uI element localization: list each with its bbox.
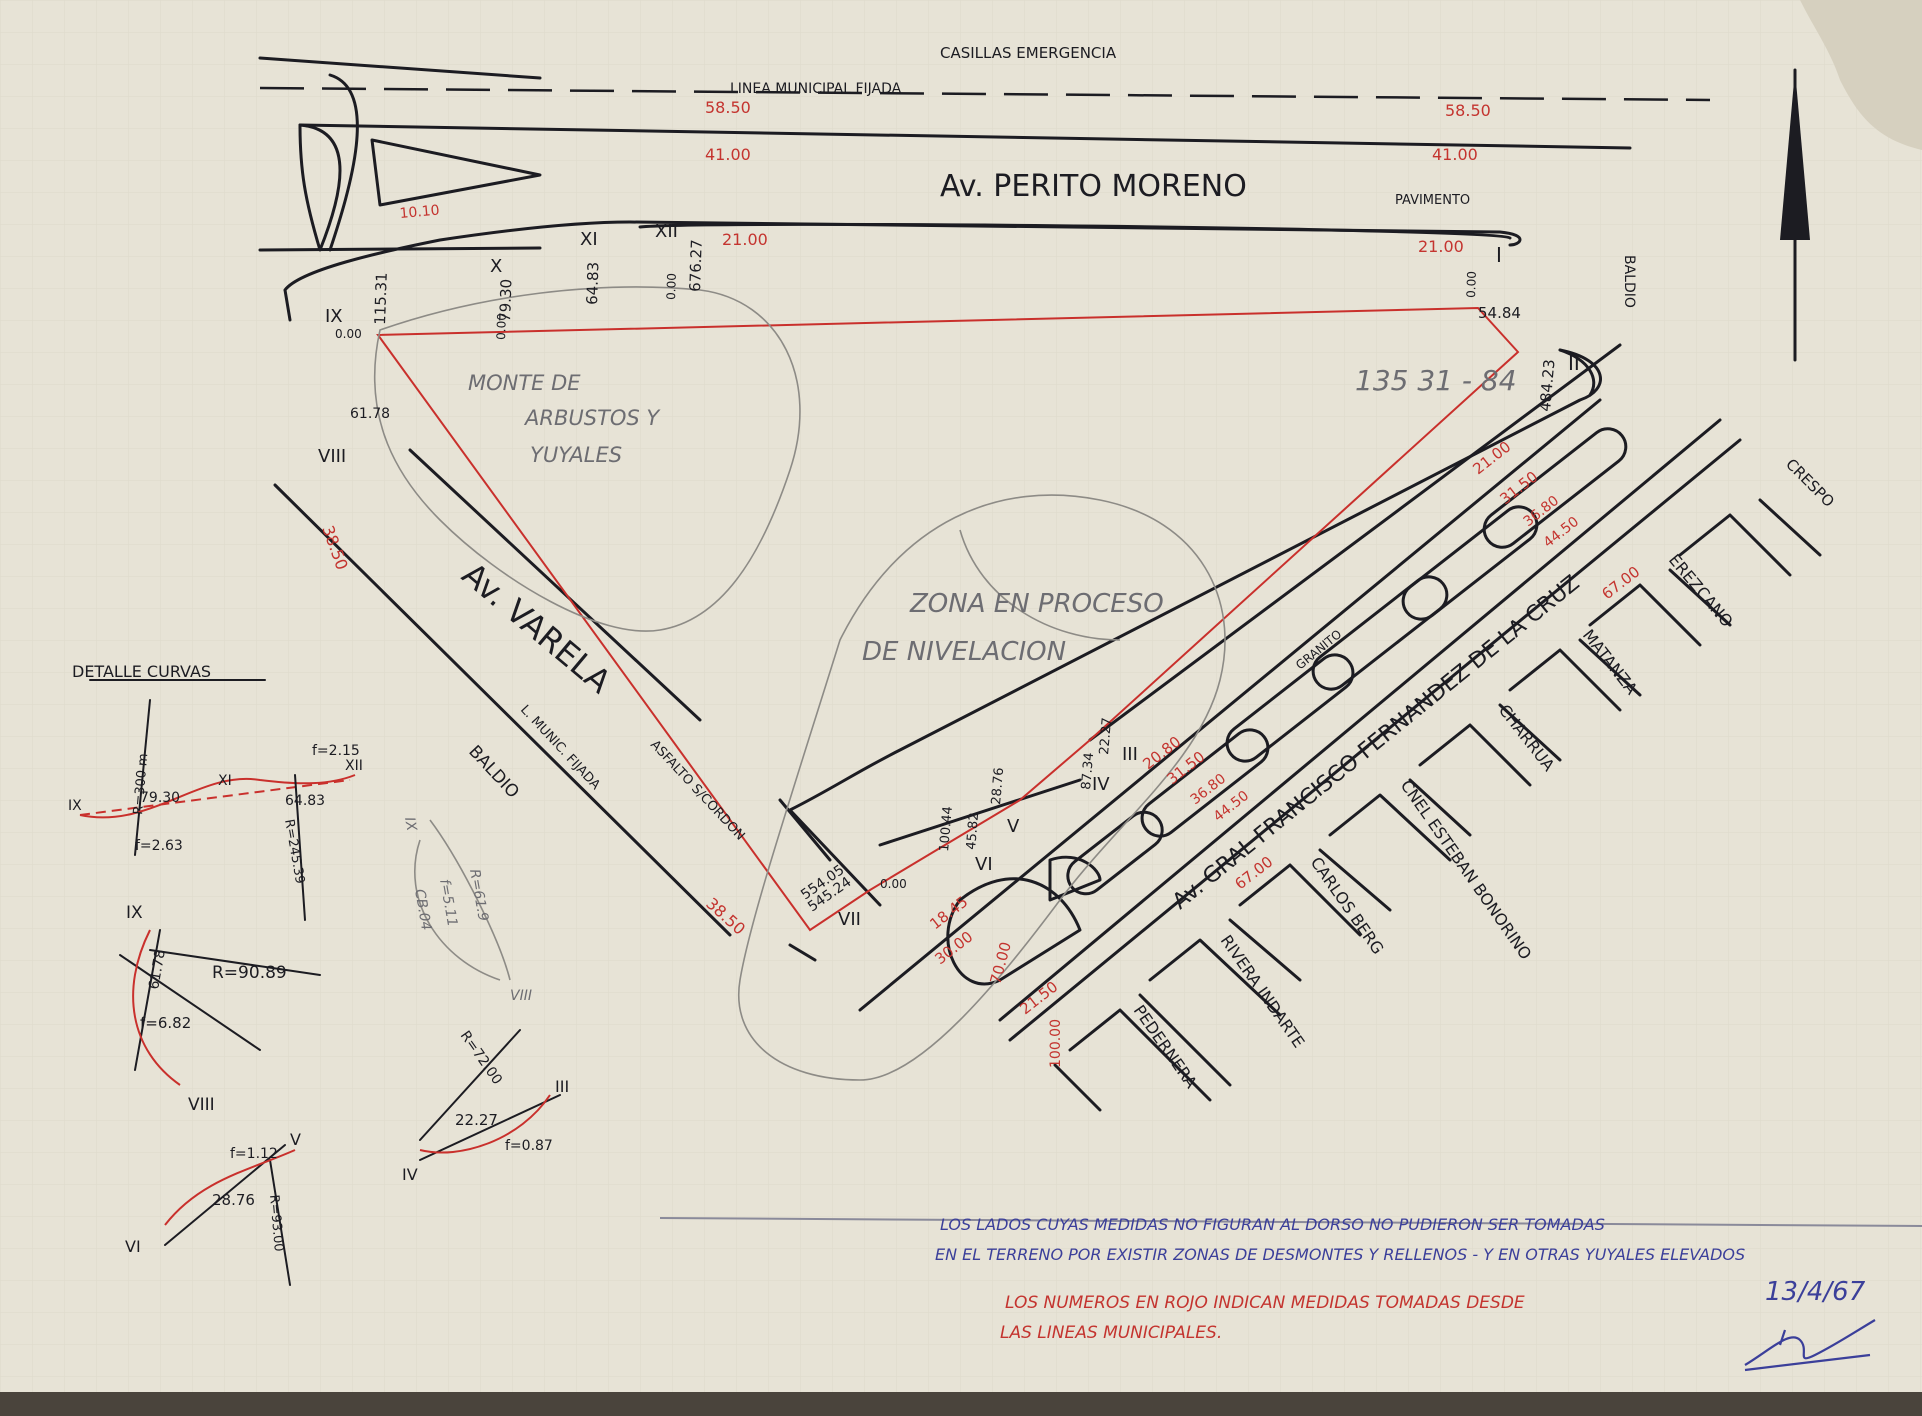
det-r-90-89: R=90.89 (212, 963, 287, 983)
monte-label-3: YUYALES (530, 443, 622, 467)
torn-corner (1800, 0, 1922, 150)
m-100-00: 100.00 (1048, 1019, 1064, 1068)
det-iii-b: III (555, 1077, 569, 1096)
det-f-1-12: f=1.12 (230, 1146, 278, 1162)
vertex-iii: III (1122, 744, 1138, 765)
m-zero-vii: 0.00 (880, 877, 907, 891)
det-r-300: R=300 m (131, 753, 151, 816)
det-r-93: R=93.00 (266, 1194, 286, 1252)
vertex-xi: XI (580, 229, 598, 250)
linea-municipal-label: LINEA MUNICIPAL FIJADA (730, 81, 902, 97)
m-22-27: 22.27 (1097, 717, 1115, 755)
pencil-c: CB.04 (411, 888, 434, 932)
cross-streets (1053, 498, 1822, 1112)
m-115-31: 115.31 (371, 272, 391, 325)
zona-label-1: ZONA EN PROCESO (909, 589, 1164, 619)
det-c-28-76: 28.76 (212, 1191, 255, 1209)
m-zero-x: 0.00 (494, 313, 509, 340)
notes-rule (659, 1217, 1922, 1227)
det-xii: XII (345, 758, 363, 774)
north-arrow (1780, 68, 1810, 362)
det-f-6-82: f=6.82 (140, 1014, 191, 1032)
m-100-44: 100.44 (937, 806, 956, 853)
vertex-x: X (490, 256, 502, 277)
vertex-xii: XII (655, 221, 678, 242)
vertex-iv: IV (1092, 774, 1110, 795)
m-45-82: 45.82 (964, 812, 982, 850)
m-79-30: 79.30 (496, 279, 515, 323)
perito-moreno-label: Av. PERITO MORENO (940, 169, 1247, 204)
m-676-27: 676.27 (686, 239, 706, 292)
vertex-ix: IX (325, 306, 343, 327)
m-zero-ix: 0.00 (335, 327, 362, 341)
m-21-00-top: 21.00 (722, 230, 768, 249)
paper-edge-shadow (0, 1392, 1922, 1416)
det-c-61: 61.78 (146, 948, 169, 990)
casillas-emergencia-label: CASILLAS EMERGENCIA (940, 44, 1117, 62)
zona-label-2: DE NIVELACION (862, 637, 1066, 667)
det-ix: IX (68, 798, 82, 814)
vertex-v: V (1007, 816, 1020, 837)
det-f-2-15: f=2.15 (312, 743, 360, 759)
note-red-1: LOS NUMEROS EN ROJO INDICAN MEDIDAS TOMA… (1005, 1293, 1525, 1313)
monte-label-1: MONTE DE (468, 371, 581, 395)
m-28-76: 28.76 (989, 767, 1007, 805)
det-v-b: V (290, 1130, 301, 1149)
fernandez-avenue (858, 343, 1742, 1042)
vertex-ii: II (1568, 351, 1580, 375)
note-blue-2: EN EL TERRENO POR EXISTIR ZONAS DE DESMO… (935, 1245, 1745, 1264)
det-vi-b: VI (125, 1237, 141, 1256)
nivelacion-zone-outline (737, 494, 1226, 1081)
baldio-top-label: BALDIO (1621, 255, 1637, 308)
m-64-83: 64.83 (583, 262, 602, 306)
pencil-ix: IX (401, 816, 419, 833)
det-xi: XI (218, 773, 232, 789)
det-c-79-30: 79.30 (140, 790, 180, 806)
det-c-64-83: 64.83 (285, 793, 325, 809)
m-54-84: 54.84 (1478, 304, 1521, 322)
m-zero-i: 0.00 (1464, 271, 1479, 298)
dim-58-left: 58.50 (705, 98, 751, 117)
monte-zone-outline (373, 286, 801, 632)
dim-41-left: 41.00 (705, 145, 751, 164)
linea-municipal-dash (259, 86, 1711, 102)
monte-label-2: ARBUSTOS Y (523, 406, 661, 430)
m-zero-xii: 0.00 (664, 273, 679, 300)
note-red-2: LAS LINEAS MUNICIPALES. (1000, 1323, 1222, 1343)
detalle-curvas-drawings (79, 679, 561, 1286)
pavimento-label: PAVIMENTO (1395, 193, 1470, 208)
det-f-0-87: f=0.87 (505, 1138, 553, 1154)
det-ix-b: IX (126, 903, 143, 923)
area-total-label: 135 31 - 84 (1355, 364, 1517, 397)
note-blue-1: LOS LADOS CUYAS MEDIDAS NO FIGURAN AL DO… (940, 1215, 1605, 1234)
m-87-34: 87.34 (1079, 752, 1097, 790)
m-484-23: 484.23 (1536, 358, 1559, 412)
signature (1744, 1319, 1876, 1372)
dim-41-right: 41.00 (1432, 145, 1478, 164)
vertex-vii: VII (838, 909, 861, 930)
det-viii-b: VIII (188, 1095, 215, 1115)
date-label: 13/4/67 (1765, 1277, 1866, 1307)
det-f-2-63: f=2.63 (135, 838, 183, 854)
det-iv-b: IV (402, 1165, 418, 1184)
det-c-22-27: 22.27 (455, 1111, 498, 1129)
vertex-i: I (1496, 243, 1502, 267)
detalle-title: DETALLE CURVAS (72, 662, 211, 681)
red-municipal-boundary (376, 306, 1520, 932)
parcel-black-outline (283, 220, 1602, 907)
m-10-10: 10.10 (399, 203, 440, 222)
dim-58-right: 58.50 (1445, 101, 1491, 120)
vertex-vi: VI (975, 854, 993, 875)
m-21-00-i: 21.00 (1418, 237, 1464, 256)
varela-lines (273, 448, 832, 962)
pencil-viii: VIII (510, 988, 532, 1004)
m-61-78: 61.78 (350, 406, 390, 422)
vertex-viii: VIII (318, 446, 346, 467)
